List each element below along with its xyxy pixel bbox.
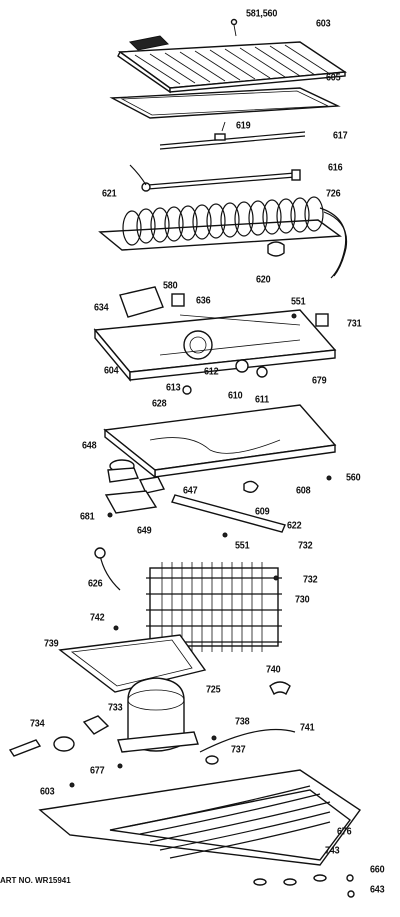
callout-743: 743 (325, 844, 340, 856)
small-fasteners (69, 313, 332, 788)
callout-737: 737 (231, 743, 246, 755)
callout-636: 636 (196, 294, 211, 306)
part-603-cover (117, 18, 348, 94)
callout-609: 609 (255, 505, 270, 517)
callout-611: 611 (255, 393, 269, 405)
callout-731: 731 (347, 317, 362, 329)
callout-581-560: 581,560 (246, 7, 278, 19)
callout-681: 681 (80, 510, 95, 522)
callout-612: 612 (204, 365, 219, 377)
callout-613: 613 (166, 381, 181, 393)
part-622-strip (171, 480, 286, 533)
callout-622: 622 (287, 519, 302, 531)
callout-634: 634 (94, 301, 109, 313)
callout-679: 679 (312, 374, 327, 386)
part-726-evaporator (98, 196, 348, 279)
callout-732-a: 732 (298, 539, 313, 551)
callout-740: 740 (266, 663, 281, 675)
part-740-clip (269, 681, 291, 696)
art-number-caption: ART NO. WR15941 (0, 876, 71, 885)
callout-741: 741 (300, 721, 315, 733)
callout-742: 742 (90, 611, 105, 623)
part-734-relay (8, 736, 75, 757)
callout-738: 738 (235, 715, 250, 727)
callout-725: 725 (206, 683, 221, 695)
callout-626: 626 (88, 577, 103, 589)
part-648-bracket (104, 459, 166, 514)
part-616-heater (129, 164, 301, 192)
callout-617: 617 (333, 129, 348, 141)
callout-620: 620 (256, 273, 271, 285)
part-743-base (38, 728, 361, 898)
callout-616: 616 (328, 161, 343, 173)
callout-560: 560 (346, 471, 361, 483)
callout-619: 619 (236, 119, 251, 131)
callout-621: 621 (102, 187, 117, 199)
callout-732-b: 732 (303, 573, 318, 585)
callout-648: 648 (82, 439, 97, 451)
callout-604: 604 (104, 364, 119, 376)
callout-643: 643 (370, 883, 385, 895)
callout-739: 739 (44, 637, 59, 649)
callout-610: 610 (228, 389, 243, 401)
part-604-housing (93, 286, 337, 395)
callout-628: 628 (152, 397, 167, 409)
callout-647: 647 (183, 484, 198, 496)
callout-608: 608 (296, 484, 311, 496)
callout-580: 580 (163, 279, 178, 291)
part-617-rod (159, 121, 306, 150)
callout-605: 605 (326, 71, 341, 83)
callout-551-mid: 551 (235, 539, 250, 551)
callout-730: 730 (295, 593, 310, 605)
callout-677: 677 (90, 764, 105, 776)
callout-734: 734 (30, 717, 45, 729)
callout-551: 551 (291, 295, 306, 307)
callout-733: 733 (108, 701, 123, 713)
part-739-pan (58, 634, 207, 693)
part-605-gasket (109, 87, 341, 119)
callout-649: 649 (137, 524, 152, 536)
callout-603: 603 (316, 17, 331, 29)
callout-660: 660 (370, 863, 385, 875)
part-608-tray (103, 404, 337, 479)
callout-603-bottom: 603 (40, 785, 55, 797)
callout-726: 726 (326, 187, 341, 199)
callout-676: 676 (337, 825, 352, 837)
part-730-condenser (94, 547, 282, 652)
part-725-compressor (82, 677, 199, 753)
